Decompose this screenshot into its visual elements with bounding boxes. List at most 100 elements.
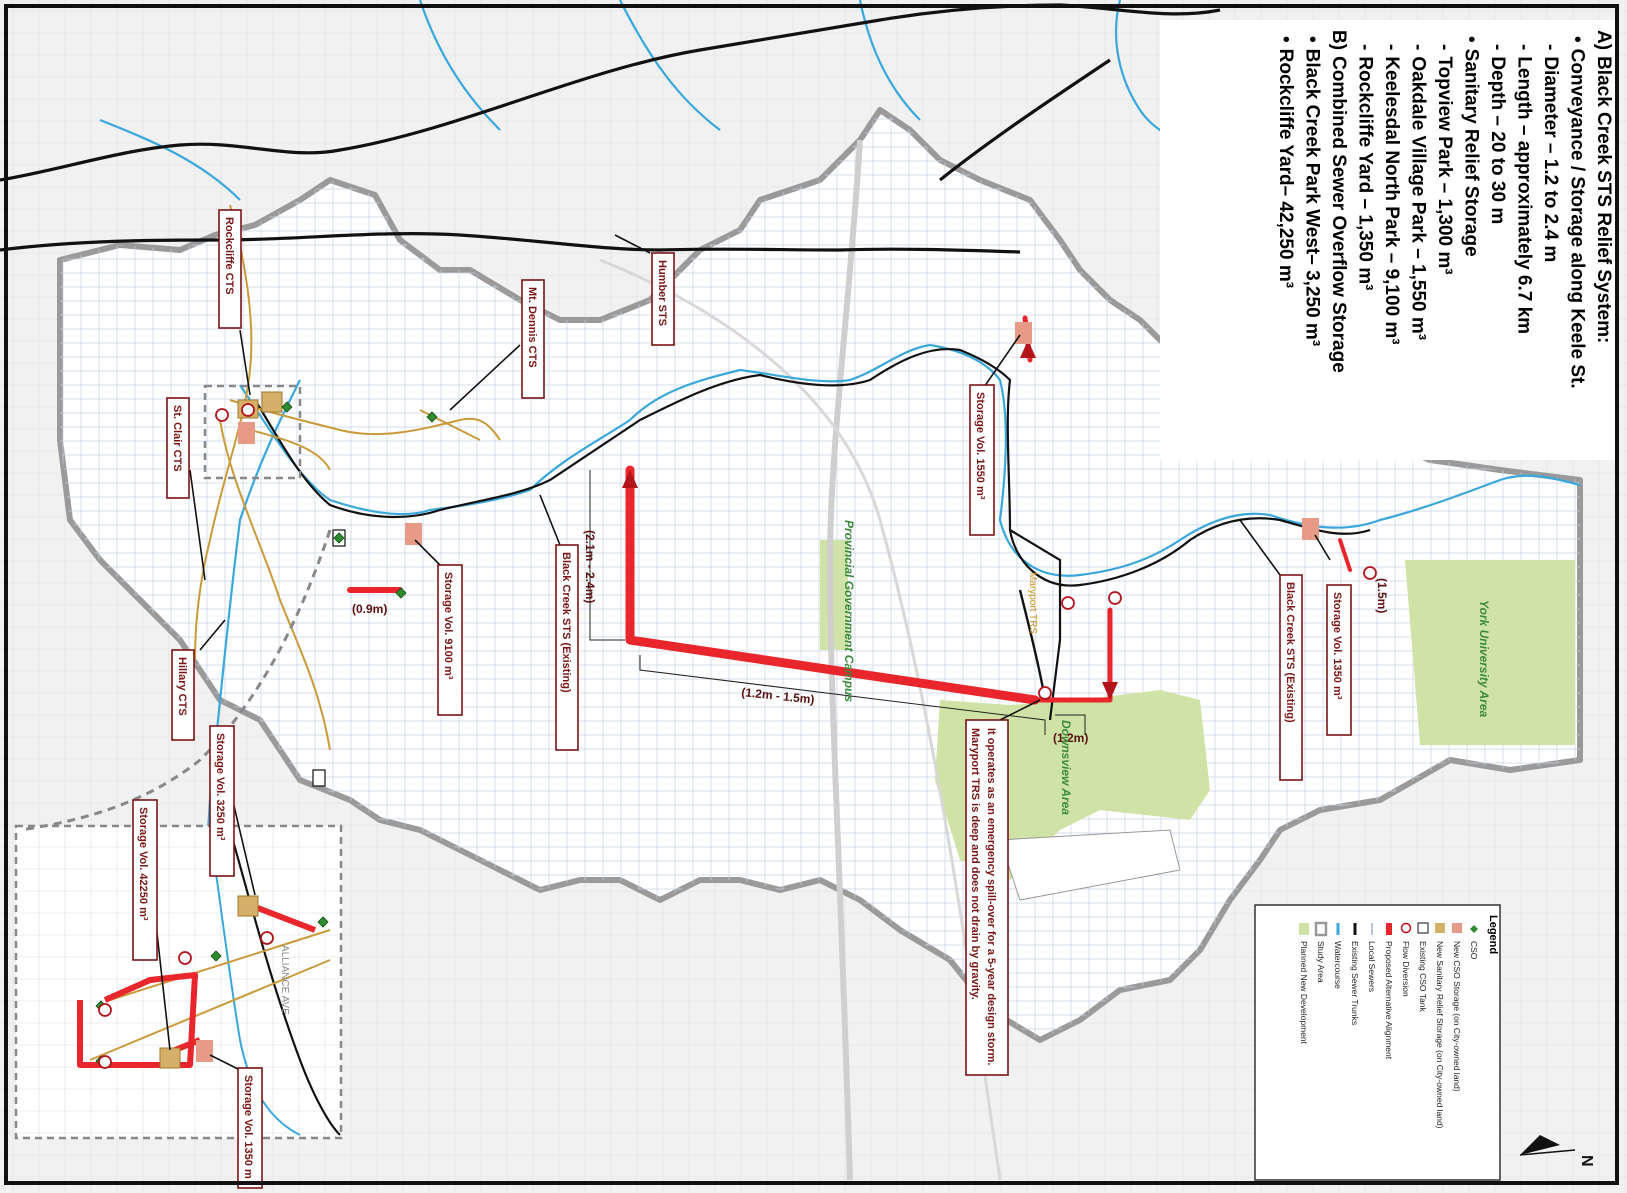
summary-line: - Keelesdal North Park – 9,100 m³: [1381, 44, 1402, 345]
proposed-alignment-icon: [1386, 923, 1392, 935]
summary-line: •Rockcliffe Yard– 42,250 m³: [1275, 36, 1296, 288]
summary-line: -Oakdale Village Park – 1,550 m³: [1408, 44, 1429, 340]
label-storage-3250: Storage Vol. 3250 m³: [209, 725, 235, 877]
proposed-arrow-storage-1550: [1020, 340, 1036, 358]
summary-line-prefix: -: [1381, 44, 1402, 50]
svg-text:Humber STS: Humber STS: [656, 260, 668, 326]
inset-streets: [18, 828, 339, 1136]
legend-item-label: Study Area: [1316, 941, 1326, 983]
label-storage-42250: Storage Vol. 42250 m³: [132, 799, 158, 961]
proposed-arrow-down: [1102, 682, 1118, 700]
label-humber-sts: Humber STS: [651, 252, 675, 346]
area-label-provincial: Provincial Government Campus: [842, 520, 856, 702]
black-creek-sts-existing: [254, 348, 1371, 721]
svg-text:Rockcliffe CTS: Rockcliffe CTS: [223, 217, 235, 295]
inset-leader-dashed: [19, 529, 332, 832]
maryport-trs-label: Maryport TRS: [1027, 572, 1038, 634]
summary-line-prefix: -: [1434, 44, 1455, 50]
label-storage-1350-top: Storage Vol. 1350 m³: [1326, 584, 1352, 736]
svg-text:Storage Vol. 3250 m³: Storage Vol. 3250 m³: [214, 733, 226, 841]
summary-line-text: Diameter – 1.2 to 2.4 m: [1540, 56, 1561, 262]
summary-line: -Length – approximately 6.7 km: [1514, 44, 1535, 334]
flow-diversion-icon: [1400, 922, 1412, 934]
summary-line-prefix: -: [1540, 44, 1561, 50]
summary-line: A)Black Creek STS Relief System:: [1593, 30, 1614, 343]
dim-label-12: (1.2m): [1053, 731, 1088, 745]
orange-trunks: [194, 204, 501, 751]
street-label-alliance: ALLIANCE AVE: [279, 945, 290, 1015]
summary-line: • Sanitary Relief Storage: [1461, 36, 1482, 257]
label-hillary-cts: Hillary CTS: [171, 649, 195, 741]
inset-sewers: [89, 829, 341, 1136]
svg-text:St. Clair CTS: St. Clair CTS: [171, 405, 183, 472]
svg-text:Storage Vol. 1550 m³: Storage Vol. 1550 m³: [974, 392, 986, 500]
legend-item-label: Flow Diversion: [1401, 941, 1411, 997]
summary-line-text: Rockcliffe Yard– 42,250 m³: [1275, 49, 1296, 288]
summary-line-text: Conveyance / Storage along Keele St.: [1567, 49, 1588, 389]
label-storage-9100: Storage Vol. 9100 m³: [437, 564, 463, 716]
area-label-york: York University Area: [1477, 600, 1491, 717]
new-sanitary-storage-icon: [1435, 923, 1445, 933]
legend-item-label: CSO: [1469, 941, 1479, 960]
summary-line-text: Depth – 20 to 30 m: [1487, 56, 1508, 224]
summary-line: - Topview Park – 1,300 m³: [1434, 44, 1455, 275]
legend-item-label: Existing Sewer Trunks: [1350, 941, 1360, 1025]
legend-item-label: Local Sewers: [1367, 941, 1377, 992]
label-storage-1550: Storage Vol. 1550 m³: [969, 384, 995, 536]
proposed-arrow-up: [622, 470, 638, 488]
label-mt-dennis-cts: Mt. Dennis CTS: [521, 279, 545, 399]
downsview-runway: [999, 829, 1181, 901]
summary-line-prefix: -: [1487, 44, 1508, 50]
summary-line: •Conveyance / Storage along Keele St.: [1567, 36, 1588, 389]
dim-label-15: (1.5m): [1375, 578, 1389, 613]
summary-line-text: Keelesdal North Park – 9,100 m³: [1381, 56, 1402, 344]
local-sewers-icon: [1371, 923, 1373, 935]
svg-text:Hillary CTS: Hillary CTS: [176, 657, 188, 716]
summary-line-prefix: •: [1302, 36, 1323, 43]
cso-diamond-icon: [1470, 925, 1478, 933]
legend-item-label: New CSO Storage (on City-owned land): [1452, 941, 1462, 1092]
svg-text:Storage Vol. 42250 m³: Storage Vol. 42250 m³: [137, 807, 149, 921]
existing-cso-tank-icon: [1417, 922, 1429, 934]
summary-line-text: Oakdale Village Park – 1,550 m³: [1408, 56, 1429, 340]
label-black-creek-sts-2: Black Creek STS (Existing): [1279, 574, 1303, 781]
svg-text:Storage Vol. 1350 m³: Storage Vol. 1350 m³: [1331, 592, 1343, 700]
provincial-government-campus: [820, 540, 848, 650]
svg-text:Black Creek STS (Existing): Black Creek STS (Existing): [1284, 582, 1296, 723]
legend-item-label: Watercourse: [1333, 941, 1343, 989]
summary-line-prefix: •: [1461, 36, 1482, 43]
summary-line-text: Black Creek Park West– 3,250 m³: [1302, 49, 1323, 347]
summary-line-text: Sanitary Relief Storage: [1461, 49, 1482, 257]
summary-line-prefix: B): [1328, 30, 1349, 50]
highway: [826, 139, 863, 1181]
svg-text:It operates as an emergency sp: It operates as an emergency spill-over f…: [985, 728, 997, 1065]
label-maryport-note: Maryport TRS is deep and does not drain …: [965, 719, 1009, 1076]
summary-line: • Black Creek Park West– 3,250 m³: [1302, 36, 1323, 346]
legend-item-label: Proposed Alternative Alignment: [1384, 941, 1394, 1060]
study-area-icon: [1314, 921, 1328, 937]
north-arrow-label: N: [1578, 1155, 1595, 1167]
summary-line-prefix: -: [1514, 44, 1535, 50]
york-university-area: [1405, 560, 1575, 745]
north-arrow: N: [1519, 1135, 1595, 1167]
new-sanitary-relief-storage: [196, 322, 1319, 1062]
summary-line-prefix: -: [1355, 44, 1376, 50]
legend-item-label: New Sanitary Relief Storage (on City-own…: [1435, 941, 1445, 1129]
flow-diversions: [98, 403, 1377, 1069]
svg-text:Storage Vol. 9100 m³: Storage Vol. 9100 m³: [442, 572, 454, 680]
summary-text: A)Black Creek STS Relief System:•Conveya…: [1275, 30, 1614, 389]
dim-label-21-24: (2.1m - 2.4m): [583, 530, 597, 603]
summary-line-text: Combined Sewer Overflow Storage: [1328, 56, 1349, 373]
summary-line-text: Rockcliffe Yard – 1,350 m³: [1355, 56, 1376, 290]
label-storage-1350-bottom: Storage Vol. 1350 m: [237, 1067, 263, 1189]
dim-label-09: (0.9m): [352, 602, 387, 616]
dimension-lines: [589, 470, 1086, 735]
new-cso-storage: [159, 391, 283, 1069]
summary-line: - Rockcliffe Yard – 1,350 m³: [1355, 44, 1376, 290]
summary-line: B) Combined Sewer Overflow Storage: [1328, 30, 1349, 373]
label-rockcliffe-cts: Rockcliffe CTS: [218, 209, 242, 329]
summary-line-text: Topview Park – 1,300 m³: [1434, 56, 1455, 274]
legend-box: [1254, 904, 1501, 1181]
